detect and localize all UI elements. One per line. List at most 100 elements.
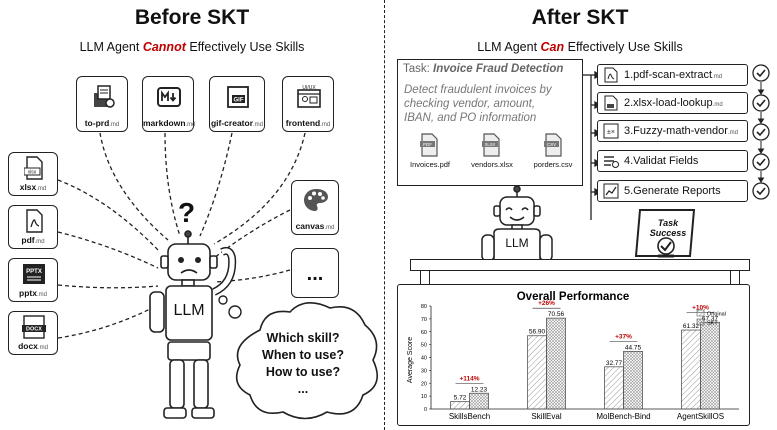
y-tick-label: 80	[421, 304, 427, 310]
skill-card-pdf[interactable]: pdf.md	[8, 205, 58, 249]
docx-file-icon: DOCX	[22, 315, 46, 339]
y-tick-label: 20	[421, 381, 427, 387]
bar-original-2	[604, 366, 624, 410]
skill-label: markdown.md	[143, 118, 196, 128]
skill-card-pptx[interactable]: PPTX pptx.md	[8, 258, 58, 302]
improvement-label: +26%	[538, 300, 555, 307]
pptx-file-icon: PPTX	[23, 264, 45, 284]
confused-robot	[149, 230, 237, 419]
file-label: vendors.xlsx	[471, 160, 513, 169]
bubble-text: Which skill? When to use? How to use? ..…	[262, 331, 344, 396]
ellipsis-icon: ...	[306, 263, 324, 285]
right-subtitle: LLM Agent Can Effectively Use Skills	[477, 40, 683, 54]
legend-swatch	[696, 309, 705, 317]
xlsx-file-icon	[604, 95, 618, 111]
svg-text:UI/UX: UI/UX	[302, 85, 316, 91]
skill-connector-lines	[57, 132, 306, 339]
task-title: Task: Invoice Fraud Detection	[403, 63, 564, 75]
skill-label: xlsx.md	[19, 182, 47, 192]
bar-value-label: 12.23	[471, 386, 488, 393]
checklist-icon	[604, 156, 619, 168]
y-tick-label: 0	[424, 407, 427, 413]
bar-skt-0	[469, 392, 489, 410]
step-label: 5.Generate Reports	[624, 185, 721, 197]
svg-text:DOCX: DOCX	[26, 327, 42, 333]
improvement-label: +114%	[459, 375, 479, 382]
skill-step-5[interactable]: 5.Generate Reports	[597, 180, 748, 202]
pdf-file-icon	[604, 67, 618, 83]
right-title: After SKT	[531, 6, 629, 29]
step-label: 2.xlsx-load-lookup.md	[624, 97, 723, 109]
svg-text:CSV: CSV	[547, 142, 556, 147]
ui-ux-icon: UI/UX	[297, 85, 321, 108]
pdf-file-icon: PDF	[420, 133, 438, 157]
file-label: Invoices.pdf	[409, 160, 451, 169]
chart-title: Overall Performance	[517, 291, 630, 303]
skill-card-to-prd[interactable]: to-prd.md	[76, 76, 128, 132]
skill-label: gif-creator.md	[210, 118, 264, 128]
legend-label: SKT	[707, 321, 718, 327]
thought-bubble	[218, 295, 379, 420]
y-tick-label: 50	[421, 343, 427, 349]
y-tick-label: 30	[421, 368, 427, 374]
robot-label: LLM	[505, 236, 529, 250]
svg-text:±×: ±×	[607, 129, 615, 136]
performance-chart: Overall Performance Average Score 010203…	[407, 291, 739, 421]
skill-card-frontend[interactable]: UI/UX frontend.md	[282, 76, 334, 132]
skill-step-3[interactable]: ±× 3.Fuzzy-math-vendor.md	[597, 120, 748, 142]
skill-card-xlsx[interactable]: xlsx xlsx.md	[8, 152, 58, 196]
bar-value-label: 67.37	[702, 315, 719, 322]
tablet-text: Task Success	[649, 218, 687, 238]
skill-step-4[interactable]: 4.Validat Fields	[597, 150, 748, 172]
csv-file-icon: CSV	[544, 133, 562, 157]
svg-text:xlsx: xlsx	[28, 170, 37, 176]
legend-label: Original	[707, 312, 726, 318]
pdf-file-icon	[26, 209, 43, 233]
report-icon	[603, 183, 619, 199]
skill-step-1[interactable]: 1.pdf-scan-extract.md	[597, 64, 748, 86]
palette-icon	[304, 189, 328, 211]
skill-label: pdf.md	[21, 235, 45, 245]
step-label: 1.pdf-scan-extract.md	[624, 69, 723, 81]
step-label: 4.Validat Fields	[624, 155, 699, 167]
skill-card-gif-creator[interactable]: GIF gif-creator.md	[209, 76, 265, 132]
bar-skt-1	[546, 317, 566, 410]
skill-label: to-prd.md	[84, 118, 120, 128]
left-subtitle: LLM Agent Cannot Effectively Use Skills	[79, 40, 305, 54]
bar-value-label: 32.77	[606, 360, 623, 367]
legend-swatch	[696, 318, 705, 326]
skill-card-more[interactable]: ...	[291, 248, 339, 298]
bar-original-1	[527, 335, 547, 410]
gif-icon: GIF	[227, 86, 249, 108]
math-document-icon: ±×	[603, 123, 619, 139]
markdown-icon	[157, 87, 181, 107]
y-tick-label: 70	[421, 317, 427, 323]
bar-value-label: 44.75	[625, 344, 642, 351]
step-checks	[752, 64, 770, 200]
x-tick-label: SkillEval	[531, 412, 561, 421]
skill-card-canvas[interactable]: canvas.md	[291, 180, 339, 235]
bar-skt-2	[623, 350, 643, 410]
skill-step-2[interactable]: 2.xlsx-load-lookup.md	[597, 92, 748, 114]
robot-label: LLM	[173, 302, 205, 319]
skill-label: frontend.md	[285, 118, 331, 128]
task-description: Detect fraudulent invoices by checking v…	[404, 84, 552, 124]
skill-label: docx.md	[18, 341, 48, 351]
bar-value-label: 61.32	[683, 323, 700, 330]
skill-label: pptx.md	[19, 288, 47, 298]
bar-original-0	[450, 401, 470, 410]
skill-card-markdown[interactable]: markdown.md	[142, 76, 196, 132]
happy-robot	[481, 185, 553, 262]
bar-original-3	[681, 329, 701, 410]
desk-top	[410, 259, 750, 271]
file-label: porders.csv	[533, 160, 573, 169]
svg-text:PPTX: PPTX	[26, 269, 42, 275]
xlsx-file-icon: XLSX	[482, 133, 500, 157]
skill-card-docx[interactable]: DOCX docx.md	[8, 311, 58, 355]
question-mark: ?	[178, 197, 196, 228]
bar-skt-3	[700, 321, 720, 410]
y-tick-label: 60	[421, 330, 427, 336]
x-tick-label: AgentSkillOS	[677, 412, 724, 421]
skill-label: canvas.md	[295, 221, 335, 231]
x-tick-label: SkillsBench	[449, 412, 490, 421]
